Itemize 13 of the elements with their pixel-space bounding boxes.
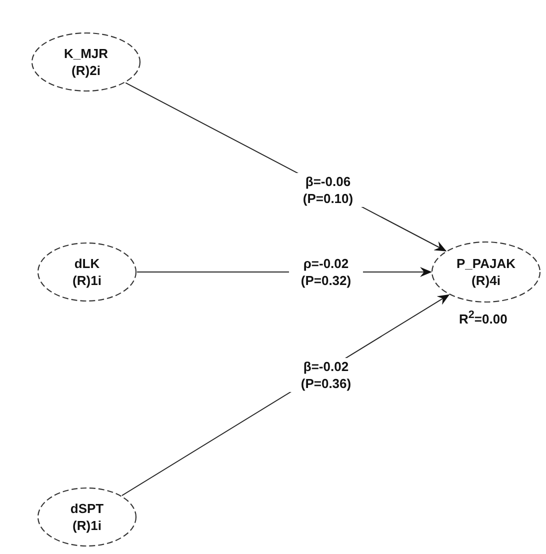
r-squared-label: R$^{2}$=0.00 [459, 309, 508, 326]
variable-name: dSPT [70, 500, 104, 517]
latent-variable-ellipse [37, 487, 137, 547]
indicator-count: (R)1i [72, 272, 102, 289]
indicator-count: (R)2i [72, 62, 100, 79]
variable-name: K_MJR [64, 45, 108, 62]
latent-variable-ellipse [37, 242, 137, 302]
variable-name: dLK [74, 255, 100, 272]
latent-variable-ellipse [431, 241, 541, 303]
indicator-count: (R)1i [72, 517, 102, 534]
variable-name: P_PAJAK [456, 255, 516, 272]
latent-variable-ellipse [31, 32, 141, 92]
indicator-count: (R)4i [472, 272, 500, 289]
